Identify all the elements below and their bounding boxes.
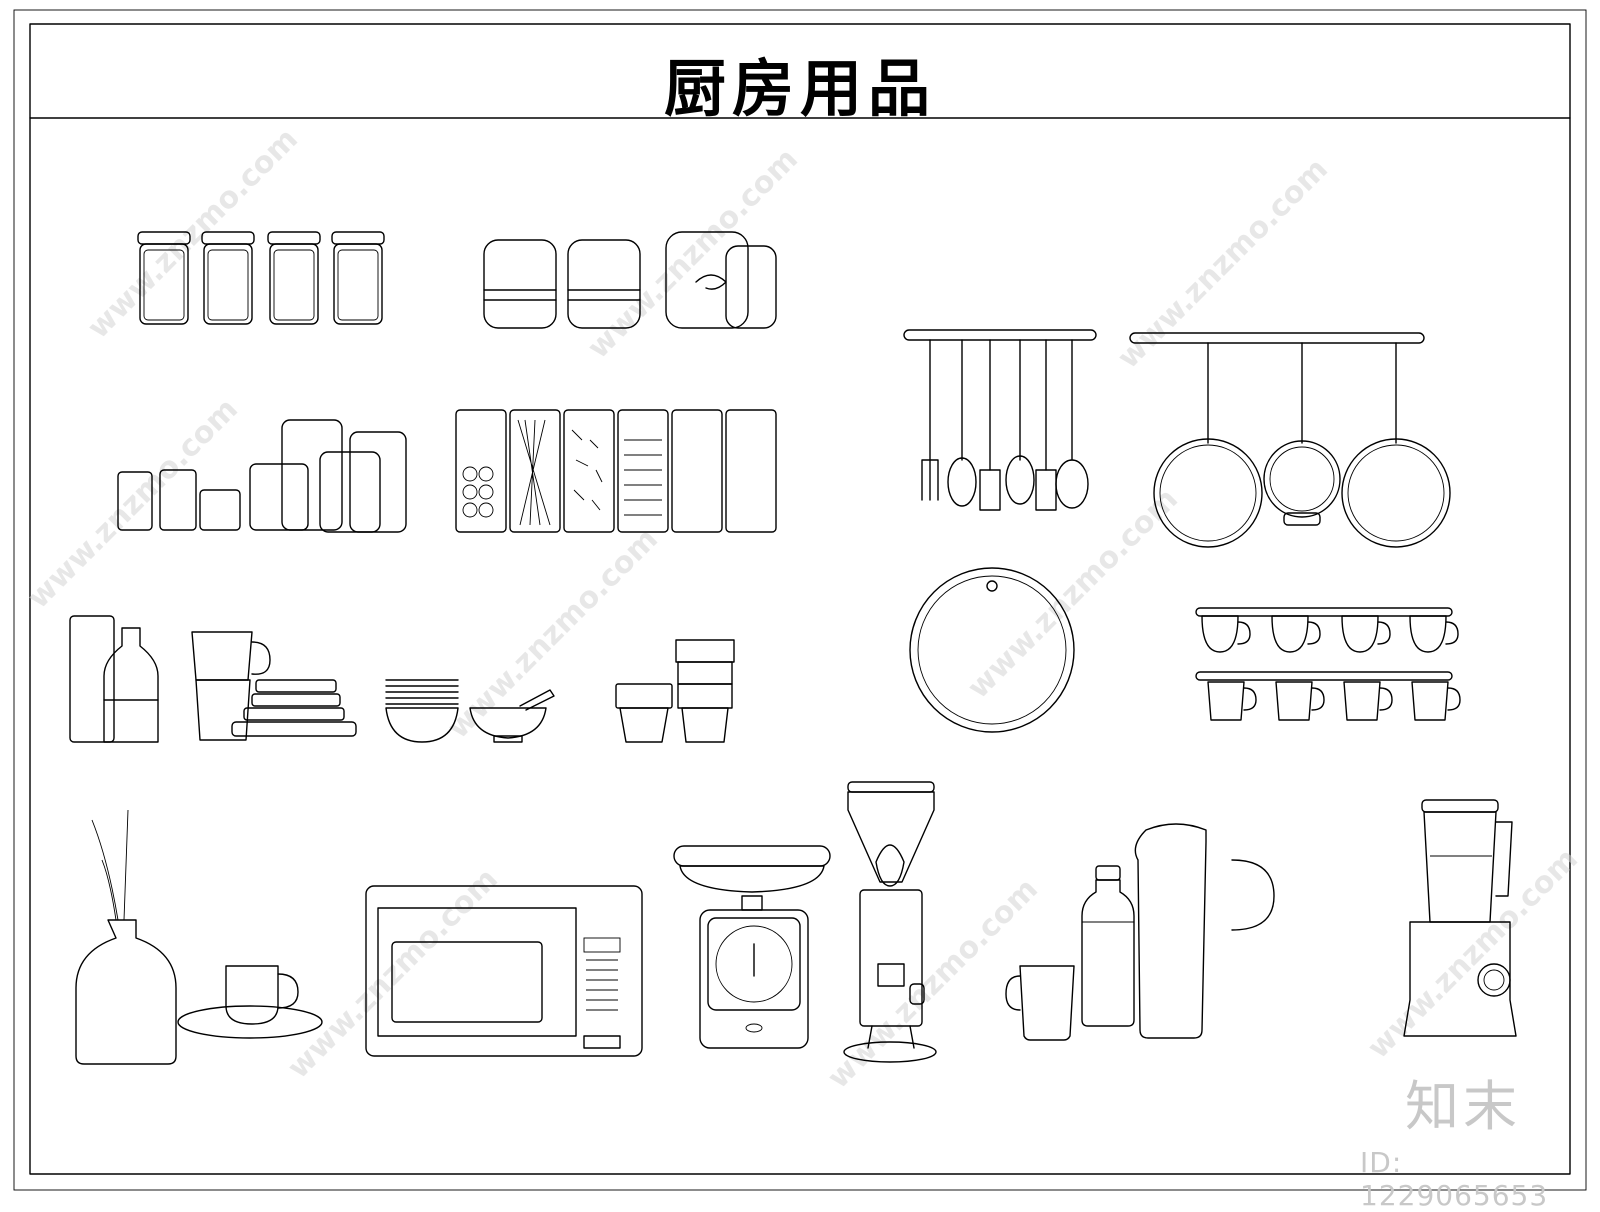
- spice-bottles-group: [117, 419, 407, 533]
- microwave: [365, 885, 643, 1057]
- page-title: 厨房用品: [663, 52, 936, 125]
- watermark-9: www.znzmo.com: [1361, 842, 1585, 1066]
- coffee-grinder: [843, 781, 937, 1063]
- watermark-1: www.znzmo.com: [81, 122, 305, 346]
- vase-and-teacup: [75, 809, 323, 1065]
- watermark-8: www.znzmo.com: [821, 872, 1045, 1096]
- brand-logo-text: 知末: [1405, 1075, 1521, 1138]
- round-cutting-board: [909, 567, 1075, 733]
- watermark-4: www.znzmo.com: [21, 392, 245, 616]
- bottle-cup-pitcher: [1005, 823, 1275, 1041]
- watermark-5: www.znzmo.com: [441, 522, 665, 746]
- dish-stack: [191, 631, 357, 741]
- hanging-utensils: [903, 329, 1097, 511]
- watermark-3: www.znzmo.com: [1111, 152, 1335, 376]
- pantry-containers-row: [455, 409, 777, 533]
- outer-frame: [13, 9, 1587, 1191]
- storage-jars-row: [137, 231, 385, 325]
- flower-pots: [615, 639, 735, 743]
- kitchen-scale: [673, 845, 831, 1049]
- round-jars-row: [483, 231, 777, 329]
- watermark-6: www.znzmo.com: [961, 482, 1185, 706]
- bowls-and-mortar: [385, 679, 555, 743]
- bottles-group: [69, 615, 159, 743]
- mug-rack: [1195, 607, 1461, 721]
- watermark-2: www.znzmo.com: [581, 142, 805, 366]
- hanging-pans: [1129, 332, 1451, 548]
- image-id-text: ID: 1229065653: [1360, 1146, 1549, 1212]
- watermark-7: www.znzmo.com: [281, 862, 505, 1086]
- blender: [1403, 799, 1517, 1037]
- inner-frame: [29, 23, 1571, 1175]
